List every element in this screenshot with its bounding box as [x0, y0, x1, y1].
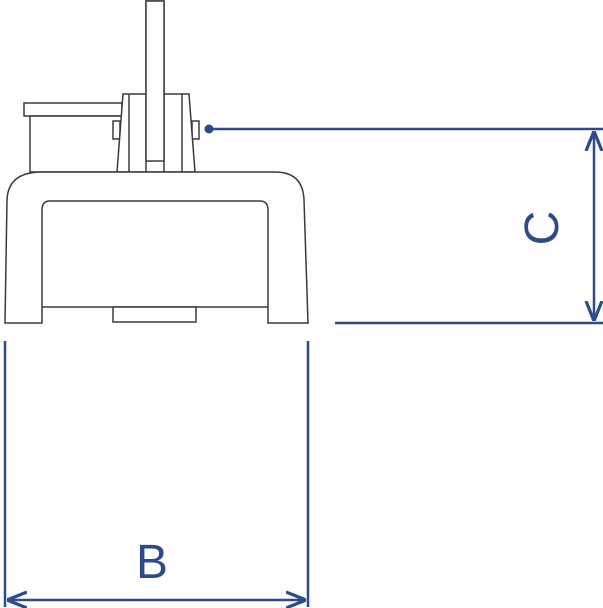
left-box — [29, 115, 123, 173]
height-label: C — [516, 211, 569, 246]
product-outline — [4, 0, 309, 324]
frame-body — [4, 171, 309, 324]
left-tab — [112, 120, 121, 140]
width-label: B — [136, 536, 168, 589]
foot-plate — [112, 306, 197, 323]
dimension-lines — [3, 124, 603, 608]
right-tab — [191, 120, 200, 140]
left-cover-plate — [23, 102, 123, 117]
